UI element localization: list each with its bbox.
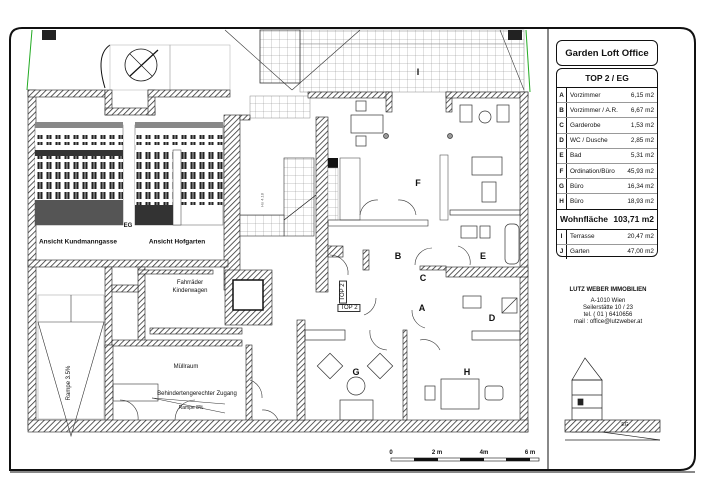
room-letter: J (557, 244, 567, 259)
scale-label-2: 2 m (431, 450, 443, 456)
room-label-h: H (463, 367, 471, 377)
room-area: 2,85 m2 (630, 137, 654, 145)
rampe-8-label: Rampe 8% (178, 405, 204, 411)
stair-height-label: Ho 4.18 (259, 192, 265, 208)
room-area: 1,53 m2 (630, 121, 654, 129)
room-name: Vorzimmer (570, 91, 601, 99)
company-info: LUTZ WEBER IMMOBILIEN A-1010 Wien Seiler… (556, 287, 660, 326)
facade-left-label: Ansicht Kundmanngasse (38, 238, 118, 246)
north-arrow-icon (124, 48, 159, 82)
room-label-d: D (488, 313, 496, 323)
room-name: Büro (570, 197, 584, 205)
area-table-heading: TOP 2 / EG (557, 69, 657, 88)
fahrraeder-label: Fahrräder (176, 280, 204, 286)
company-address-city: A-1010 Wien (590, 298, 626, 304)
kinderwagen-label: Kinderwagen (172, 288, 208, 294)
room-label-a: A (418, 303, 426, 313)
room-letter: I (557, 229, 567, 244)
company-email: mail : office@lutzweber.at (573, 319, 643, 325)
room-label-c: C (419, 273, 427, 283)
room-area: 18,93 m2 (627, 197, 654, 205)
room-name: Garderobe (570, 121, 601, 129)
room-letter: D (557, 133, 567, 148)
walls (27, 89, 529, 433)
scale-label-0: 0 (389, 450, 393, 456)
building-section (564, 357, 661, 441)
muellraum-label: Müllraum (173, 364, 199, 370)
scale-bar (390, 457, 540, 462)
section-eg-label: EG (621, 422, 629, 428)
facade-eg-label: EG (123, 223, 133, 229)
facade-kundmanngasse (34, 122, 124, 226)
room-name: Büro (570, 182, 584, 190)
room-name: Vorzimmer / A.R. (570, 106, 618, 114)
room-label-f: F (415, 178, 421, 188)
room-label-i: I (416, 67, 420, 77)
top2-vertical-label: TOP 2 (339, 280, 347, 304)
company-phone: tel. ( 01 ) 6410656 (583, 312, 633, 318)
room-name: Ordination/Büro (570, 167, 615, 175)
total-area-row: Wohnfläche 103,71 m2 (557, 210, 657, 230)
room-letter: H (557, 194, 567, 209)
room-area: 6,67 m2 (630, 106, 654, 114)
room-letter: C (557, 118, 567, 133)
room-letter: E (557, 148, 567, 163)
room-area: 5,31 m2 (630, 152, 654, 160)
room-letter: A (557, 88, 567, 103)
facade-hofgarten (134, 122, 224, 226)
page-frame (9, 27, 696, 471)
rampe-35-label: Rampe 3.5% (66, 365, 72, 401)
furniture (304, 100, 521, 421)
room-label-b: B (394, 251, 402, 261)
room-area: 16,34 m2 (627, 182, 654, 190)
room-letter: B (557, 103, 567, 118)
room-name: WC / Dusche (570, 137, 608, 145)
scale-label-4: 4m (479, 450, 489, 456)
room-name: Terrasse (570, 233, 595, 241)
scale-label-6: 6 m (524, 450, 536, 456)
total-value: 103,71 m2 (613, 214, 654, 224)
top2-entrance-label: TOP 2 (337, 304, 361, 312)
room-name: Bad (570, 152, 582, 160)
room-area: 47,00 m2 (627, 248, 654, 256)
total-label: Wohnfläche (560, 214, 609, 224)
room-name: Garten (570, 248, 590, 256)
room-label-g: G (352, 367, 360, 377)
room-area: 45,93 m2 (627, 167, 654, 175)
company-address-street: Seilerstätte 10 / 23 (582, 305, 634, 311)
facade-right-label: Ansicht Hofgarten (148, 238, 206, 246)
room-area: 20,47 m2 (627, 233, 654, 241)
company-name: LUTZ WEBER IMMOBILIEN (569, 287, 647, 293)
room-letter: G (557, 179, 567, 194)
room-label-e: E (479, 251, 487, 261)
room-area: 6,15 m2 (630, 91, 654, 99)
zugang-label: Behindertengerechter Zugang (157, 391, 237, 397)
room-letter: F (557, 163, 567, 179)
listing-title: Garden Loft Office (556, 40, 658, 66)
